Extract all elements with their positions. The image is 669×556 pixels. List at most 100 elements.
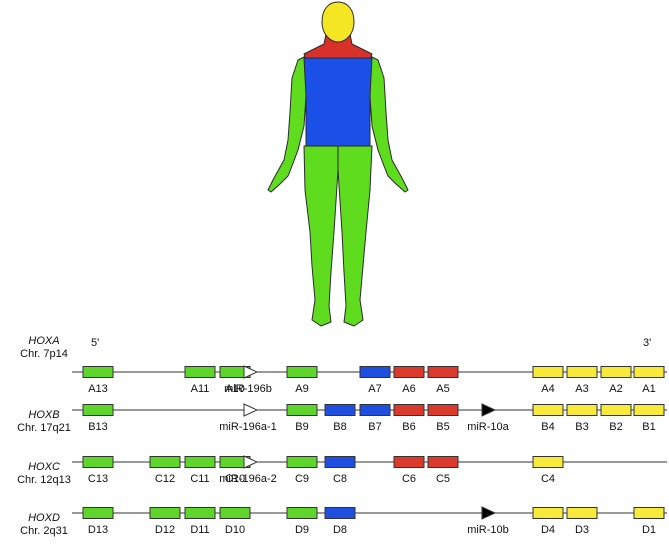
three-prime-label: 3' (643, 337, 651, 349)
left-arm (267, 55, 307, 193)
gene-label: A7 (368, 383, 381, 395)
gene-box (566, 404, 598, 416)
body-figure (267, 1, 409, 327)
gene-box (359, 404, 391, 416)
gene-box (393, 366, 425, 378)
gene-label: A11 (191, 383, 210, 395)
gene-box (286, 366, 318, 378)
gene-box (600, 404, 632, 416)
gene-label: A10 (225, 383, 245, 395)
cluster-name: HOXA (28, 335, 59, 347)
mirna-label: miR-196b (224, 383, 272, 395)
gene-label: D8 (333, 524, 347, 536)
gene-label: C6 (402, 473, 416, 485)
gene-label: A6 (402, 383, 415, 395)
mirna-label: miR-196a-1 (219, 421, 276, 433)
cluster-name: HOXC (28, 461, 60, 473)
gene-label: D1 (642, 524, 656, 536)
cluster-chr: Chr. 2q31 (20, 525, 68, 537)
gene-label: D4 (541, 524, 555, 536)
gene-label: B3 (575, 421, 588, 433)
gene-box (149, 456, 181, 468)
gene-label: C9 (295, 473, 309, 485)
cluster-labels: HOXA Chr. 7p14 HOXB Chr. 17q21 HOXC Chr.… (17, 335, 71, 537)
gene-label: B7 (368, 421, 381, 433)
gene-box (532, 404, 564, 416)
gene-box (82, 366, 114, 378)
gene-box (566, 507, 598, 519)
gene-box (184, 456, 216, 468)
gene-label: A5 (436, 383, 449, 395)
gene-label: A2 (609, 383, 622, 395)
cluster-chr: Chr. 7p14 (20, 348, 68, 360)
gene-label: B8 (333, 421, 346, 433)
gene-box (427, 456, 459, 468)
gene-box (393, 404, 425, 416)
gene-label: D11 (190, 524, 209, 536)
gene-box (149, 507, 181, 519)
gene-label: A9 (295, 383, 308, 395)
gene-box (324, 404, 356, 416)
mirna-label: miR-10a (467, 421, 509, 433)
gene-box (219, 507, 251, 519)
cluster-row-hoxd: D13 D12 D11 D10 D9 D8 miR-10b D4 D3 D1 (72, 506, 667, 536)
gene-box (82, 507, 114, 519)
gene-label: A13 (88, 383, 108, 395)
gene-label: B9 (295, 421, 308, 433)
cluster-name: HOXD (28, 512, 60, 524)
gene-box (532, 366, 564, 378)
gene-box (184, 507, 216, 519)
gene-label: C11 (190, 473, 209, 485)
gene-label: A1 (642, 383, 655, 395)
mirna-solid-arrow-icon (481, 403, 497, 417)
gene-box (600, 366, 632, 378)
gene-box (286, 507, 318, 519)
gene-label: B4 (541, 421, 554, 433)
mirna-open-arrow-icon (243, 365, 259, 379)
gene-box (532, 507, 564, 519)
cluster-name: HOXB (28, 409, 59, 421)
gene-label: A3 (575, 383, 588, 395)
mirna-solid-arrow-icon (481, 506, 497, 520)
gene-box (427, 366, 459, 378)
cluster-chr: Chr. 12q13 (17, 474, 71, 486)
gene-box (633, 366, 665, 378)
right-arm (369, 55, 409, 193)
cluster-chr: Chr. 17q21 (17, 422, 71, 434)
gene-label: C13 (88, 473, 108, 485)
gene-label: A4 (541, 383, 554, 395)
gene-box (184, 366, 216, 378)
gene-box (286, 404, 318, 416)
gene-box (324, 507, 356, 519)
right-leg (337, 145, 373, 327)
left-leg (303, 145, 339, 327)
gene-box (324, 456, 356, 468)
gene-box (633, 507, 665, 519)
five-prime-label: 5' (91, 337, 99, 349)
gene-box (427, 404, 459, 416)
gene-label: C12 (155, 473, 175, 485)
gene-label: C4 (541, 473, 555, 485)
head (321, 1, 355, 43)
gene-box (393, 456, 425, 468)
gene-label: D3 (575, 524, 589, 536)
gene-box (566, 366, 598, 378)
mirna-label: miR-196a-2 (219, 473, 276, 485)
gene-label: D13 (88, 524, 108, 536)
gene-label: B13 (88, 421, 108, 433)
gene-box (82, 404, 114, 416)
gene-box (82, 456, 114, 468)
mirna-label: miR-10b (467, 524, 509, 536)
gene-label: D10 (225, 524, 245, 536)
gene-label: C8 (333, 473, 347, 485)
gene-box (532, 456, 564, 468)
mirna-open-arrow-icon (243, 455, 259, 469)
gene-label: D12 (155, 524, 175, 536)
gene-label: C10 (225, 473, 245, 485)
gene-label: D9 (295, 524, 309, 536)
